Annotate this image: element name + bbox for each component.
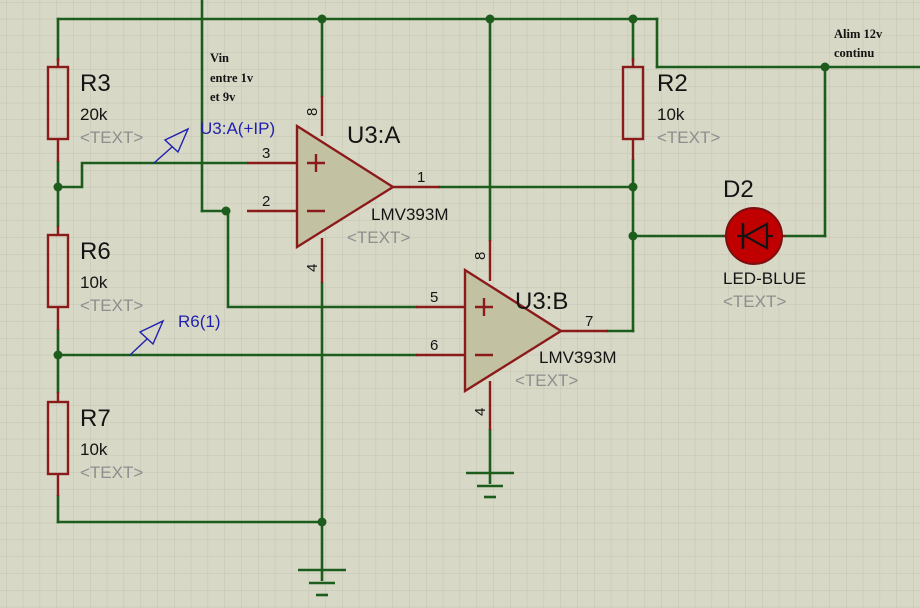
ground-main (298, 568, 346, 597)
junction-dot-icon (820, 62, 830, 72)
probe-label-u3a-ip: U3:A(+IP) (200, 119, 275, 138)
junction-dot-icon (628, 14, 638, 24)
d2-text: <TEXT> (723, 292, 786, 311)
comparator-u3b[interactable]: 5 6 7 8 4 U3:B LMV393M <TEXT> (416, 240, 616, 430)
probe-u3a-ip[interactable]: U3:A(+IP) (153, 119, 275, 164)
r3-value: 20k (80, 105, 108, 124)
u3a-pin-inv: 2 (262, 193, 270, 210)
u3b-pin-vcc: 8 (472, 252, 489, 260)
u3a-ref: U3:A (347, 122, 400, 149)
ground-icon (298, 568, 346, 597)
resistor-r2[interactable]: R2 10k <TEXT> (621, 58, 720, 160)
ground-icon (466, 471, 514, 499)
r6-ref: R6 (80, 238, 111, 265)
note-supply-line-2: continu (834, 46, 874, 60)
junction-dot-icon (53, 350, 63, 360)
resistor-r6[interactable]: R6 10k <TEXT> (46, 226, 143, 330)
resistor-r7[interactable]: R7 10k <TEXT> (46, 392, 143, 496)
probe-arrow-icon (129, 319, 165, 356)
r7-text: <TEXT> (80, 463, 143, 482)
led-diode-icon (725, 207, 783, 265)
note-supply-line-1: Alim 12v (834, 27, 883, 41)
r6-text: <TEXT> (80, 296, 143, 315)
d2-ref: D2 (723, 176, 754, 203)
u3a-pin-gnd: 4 (304, 264, 321, 272)
r6-value: 10k (80, 273, 108, 292)
wires (56, 0, 920, 572)
u3a-pin-vcc: 8 (304, 108, 321, 116)
junction-dot-icon (485, 14, 495, 24)
u3b-part: LMV393M (539, 348, 616, 367)
junction-dot-icon (221, 206, 231, 216)
wire-pin2-to-pin5[interactable] (226, 209, 418, 309)
r2-ref: R2 (657, 70, 688, 97)
r7-ref: R7 (80, 405, 111, 432)
u3a-text: <TEXT> (347, 228, 410, 247)
probe-arrow-icon (153, 127, 190, 164)
note-vin: Vin entre 1v et 9v (210, 51, 254, 104)
comparator-u3a[interactable]: 3 2 1 8 4 U3:A LMV393M <TEXT> (247, 96, 448, 283)
u3a-pin-out: 1 (417, 169, 425, 186)
note-vin-line-3: et 9v (210, 90, 236, 104)
u3b-text: <TEXT> (515, 371, 578, 390)
junction-dot-icon (628, 182, 638, 192)
resistor-r3[interactable]: R3 20k <TEXT> (46, 58, 143, 162)
u3a-pin-noninv: 3 (262, 145, 270, 162)
note-vin-line-2: entre 1v (210, 71, 254, 85)
r7-value: 10k (80, 440, 108, 459)
junctions (53, 14, 830, 527)
u3b-pin-noninv: 5 (430, 289, 438, 306)
junction-dot-icon (628, 231, 638, 241)
d2-part: LED-BLUE (723, 269, 806, 288)
r2-value: 10k (657, 105, 685, 124)
r2-text: <TEXT> (657, 128, 720, 147)
led-d2[interactable]: D2 LED-BLUE <TEXT> (723, 176, 806, 311)
probe-r6[interactable]: R6(1) (129, 312, 221, 356)
comparator-icon (295, 123, 396, 250)
r3-ref: R3 (80, 70, 111, 97)
u3b-pin-inv: 6 (430, 337, 438, 354)
probe-label-r6: R6(1) (178, 312, 221, 331)
u3b-pin-out: 7 (585, 313, 593, 330)
u3b-ref: U3:B (515, 288, 568, 315)
note-supply: Alim 12v continu (834, 27, 883, 60)
junction-dot-icon (317, 517, 327, 527)
junction-dot-icon (53, 182, 63, 192)
u3b-pin-gnd: 4 (472, 408, 489, 416)
wire-node-to-pin3[interactable] (56, 161, 249, 189)
junction-dot-icon (317, 14, 327, 24)
ground-u3b (466, 471, 514, 499)
note-vin-line-1: Vin (210, 51, 229, 65)
comparator-icon (463, 267, 564, 394)
r3-text: <TEXT> (80, 128, 143, 147)
u3a-part: LMV393M (371, 205, 448, 224)
